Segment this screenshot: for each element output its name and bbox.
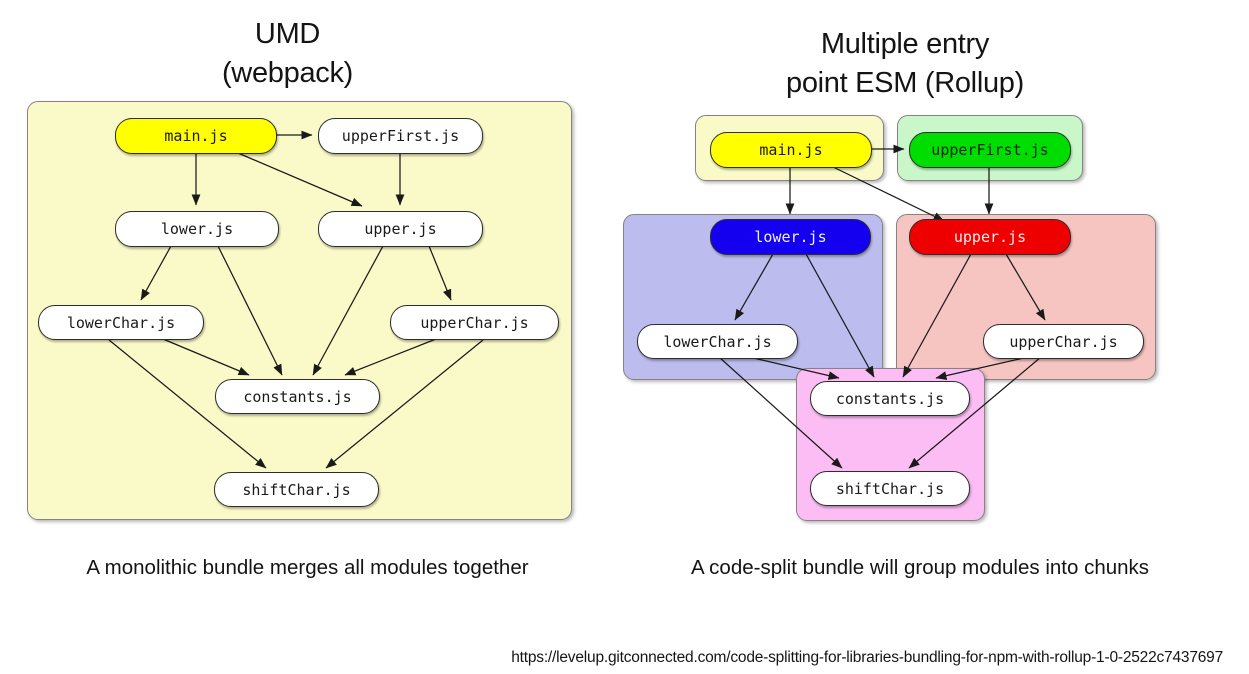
node-esm-upper-js: upper.js xyxy=(909,219,1071,255)
node-umd-upper-js: upper.js xyxy=(318,211,483,247)
node-umd-main-js: main.js xyxy=(115,118,277,154)
source-url: https://levelup.gitconnected.com/code-sp… xyxy=(511,649,1223,666)
node-umd-lower-js: lower.js xyxy=(115,211,279,247)
right-title-line1: Multiple entry xyxy=(820,28,990,60)
left-diagram-title: UMD (webpack) xyxy=(60,15,515,93)
right-diagram-title: Multiple entry point ESM (Rollup) xyxy=(655,25,1155,103)
node-umd-upperfirst-js: upperFirst.js xyxy=(318,118,483,154)
node-umd-lowerchar-js: lowerChar.js xyxy=(38,305,204,340)
left-title-line1: UMD xyxy=(254,18,321,50)
right-diagram-caption: A code-split bundle will group modules i… xyxy=(690,556,1150,579)
node-esm-lowerchar-js: lowerChar.js xyxy=(637,324,798,359)
node-esm-upperfirst-js: upperFirst.js xyxy=(909,132,1071,168)
node-esm-upperchar-js: upperChar.js xyxy=(983,324,1144,359)
node-umd-constants-js: constants.js xyxy=(215,379,380,414)
node-esm-shiftchar-js: shiftChar.js xyxy=(810,471,970,506)
node-umd-shiftchar-js: shiftChar.js xyxy=(214,472,379,507)
node-esm-lower-js: lower.js xyxy=(710,219,871,255)
left-title-line2: (webpack) xyxy=(221,57,354,89)
node-umd-upperchar-js: upperChar.js xyxy=(390,305,559,340)
right-title-line2: point ESM (Rollup) xyxy=(786,67,1024,99)
left-diagram-caption: A monolithic bundle merges all modules t… xyxy=(86,556,529,579)
node-esm-constants-js: constants.js xyxy=(810,381,970,416)
node-esm-main-js: main.js xyxy=(710,132,872,168)
